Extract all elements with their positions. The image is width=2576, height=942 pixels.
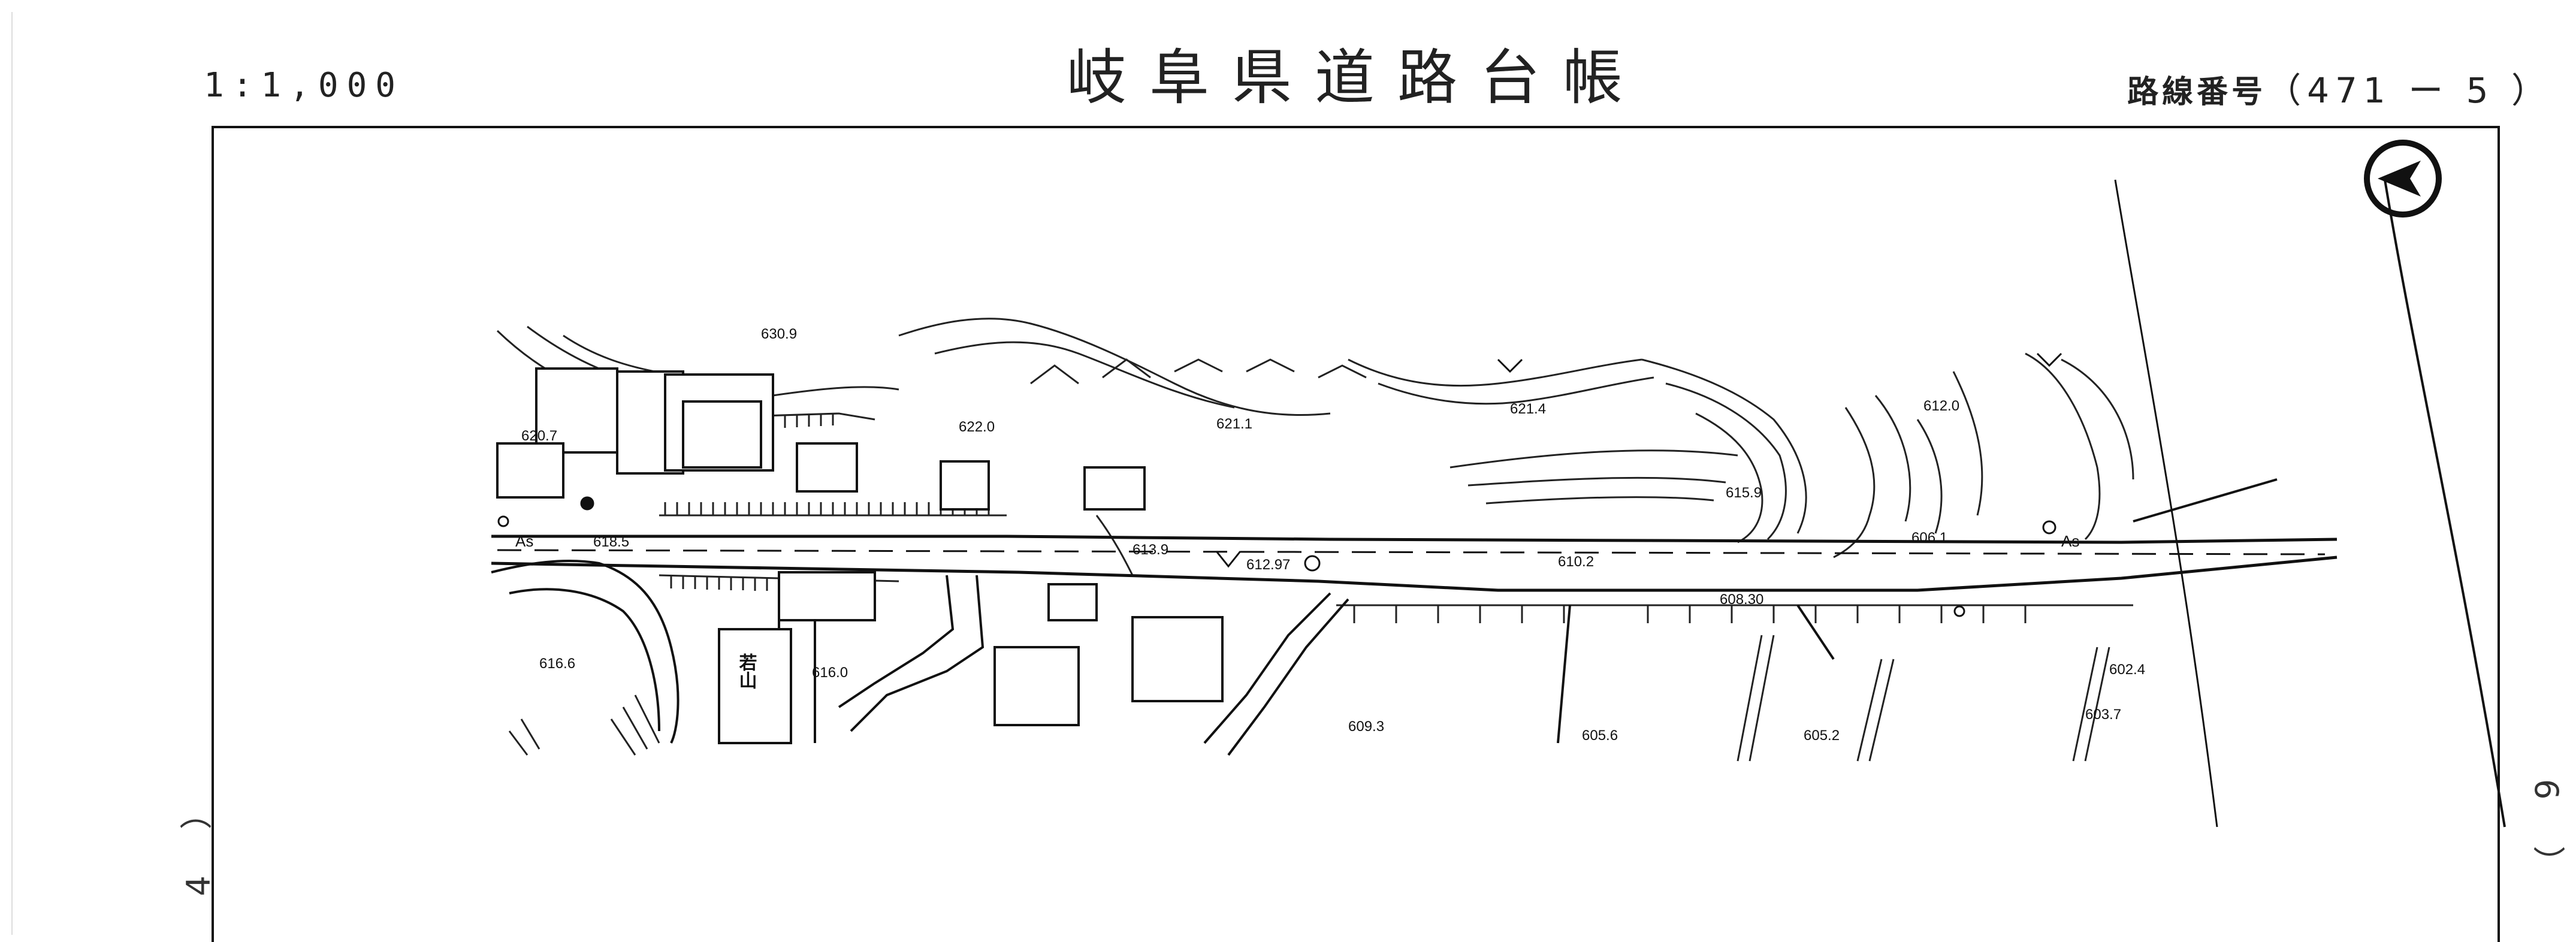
- spot-height: 615.9: [1726, 485, 1762, 501]
- spot-height: 622.0: [959, 419, 995, 435]
- spot-heights: 620.7 622.0 621.1 621.4 612.0 615.9 606.…: [521, 326, 2145, 744]
- buildings: [496, 367, 1224, 744]
- main-road: [491, 535, 2338, 592]
- spot-height: 616.6: [539, 656, 575, 672]
- spot-height: 620.7: [521, 428, 557, 444]
- spot-height: 621.1: [1216, 416, 1252, 432]
- map-scale: 1:1,000: [204, 66, 404, 105]
- spot-height: 621.4: [1510, 401, 1546, 417]
- road-labels: As As: [515, 532, 2079, 550]
- contour-lines: [496, 318, 2134, 576]
- road-label-east: As: [2061, 532, 2079, 550]
- spot-height: 618.5: [593, 534, 629, 550]
- spot-height: 606.1: [1911, 530, 1947, 546]
- route-number-label: 路線番号: [2127, 74, 2267, 110]
- spot-height: 608.30: [1720, 591, 1763, 608]
- facility-label: 若山: [736, 653, 757, 689]
- spot-height: 603.7: [2085, 707, 2121, 723]
- map-symbols: [497, 352, 2062, 617]
- page-number-right: 6 ）: [2527, 779, 2565, 896]
- spot-height: 610.2: [1558, 554, 1594, 570]
- spot-height: 609.3: [1348, 718, 1384, 735]
- side-roads: [491, 478, 2278, 756]
- spot-height: 630.9: [761, 326, 797, 342]
- route-number: 路線番号（471 ー 5 ）: [2127, 62, 2552, 113]
- spot-height: 605.6: [1582, 727, 1618, 744]
- spot-height: 613.9: [1133, 542, 1168, 558]
- spot-height: 612.97: [1246, 557, 1290, 573]
- road-label-west: As: [515, 532, 533, 550]
- spot-height: 612.0: [1923, 398, 1959, 414]
- stream: [2114, 179, 2506, 828]
- page-title: 岐阜県道路台帳: [1067, 43, 1645, 113]
- route-number-value: （471 ー 5 ）: [2266, 70, 2552, 111]
- north-arrow-icon: [2364, 140, 2442, 218]
- spot-height: 605.2: [1804, 727, 1840, 744]
- map-frame: [11, 12, 2500, 942]
- spot-height: 602.4: [2109, 662, 2145, 678]
- spot-height: 616.0: [812, 665, 848, 681]
